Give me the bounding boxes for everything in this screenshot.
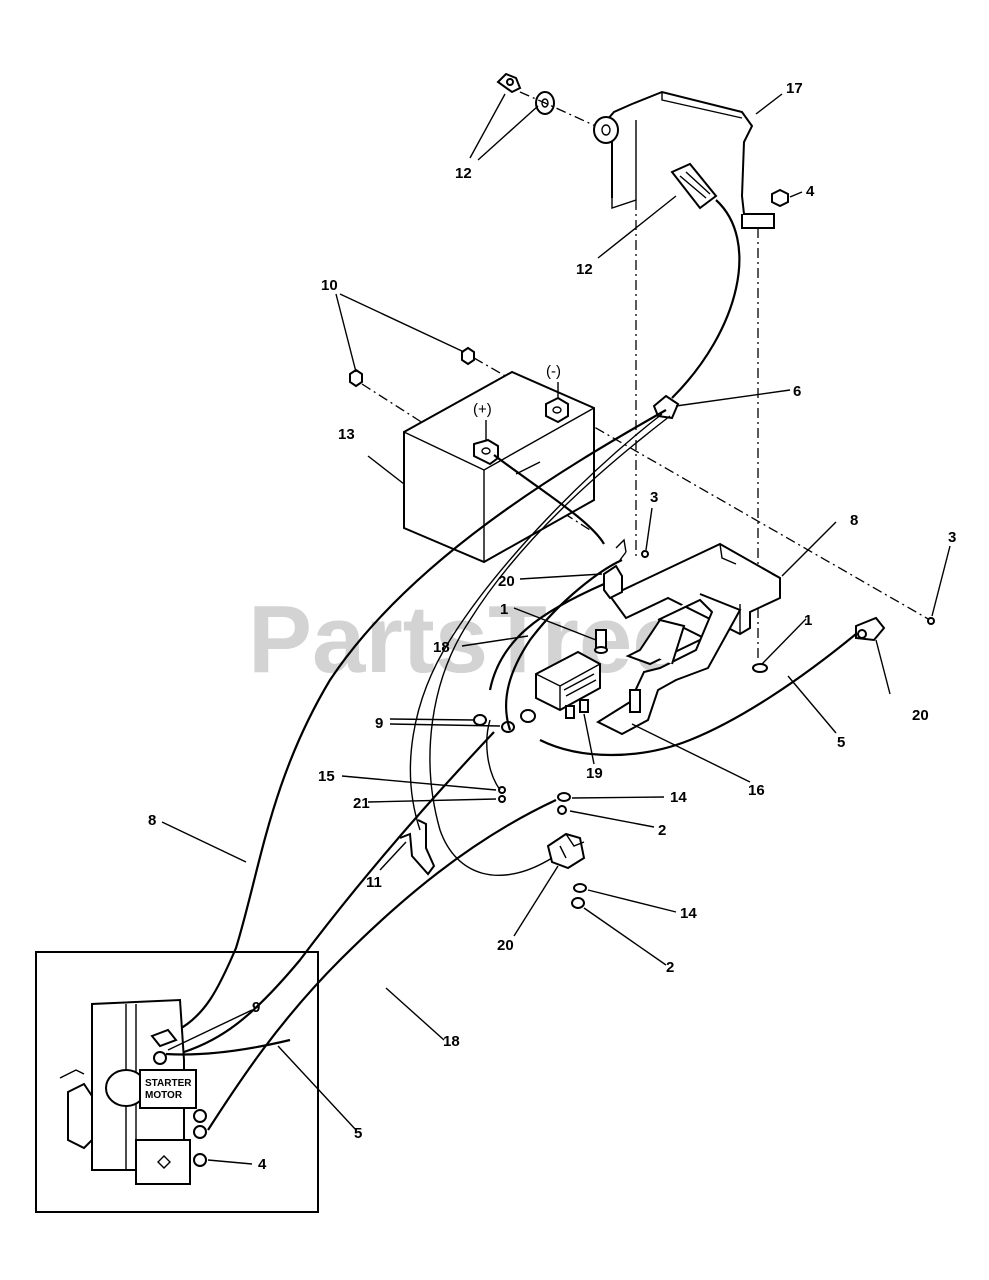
part-19-solenoid[interactable] [535,650,601,719]
callout-20a[interactable]: 20 [498,573,515,590]
callout-12a[interactable]: 12 [455,165,472,182]
part-11-clip[interactable] [399,819,436,876]
callout-4a[interactable]: 4 [806,183,815,200]
callout-2a[interactable]: 2 [658,822,666,839]
part-14-washer-upper[interactable] [557,792,571,802]
cable-harness-17[interactable] [409,199,741,877]
callout-8a[interactable]: 8 [850,512,858,529]
inset-starter-view: STARTER MOTOR [35,951,319,1213]
callout-16[interactable]: 16 [748,782,765,799]
cable-8-battery-negative-to-starter[interactable] [177,409,667,1031]
part-3-screw-left[interactable] [641,550,649,558]
callout-20b[interactable]: 20 [912,707,929,724]
part-3-screw-right[interactable] [927,617,935,625]
callout-8b[interactable]: 8 [148,812,156,829]
part-21-washer[interactable] [498,795,506,803]
part-20-switch-lower[interactable] [546,832,586,870]
callout-2b[interactable]: 2 [666,959,674,976]
part-10-nut-b[interactable] [461,346,475,366]
part-16-hold-down[interactable] [595,593,742,736]
callout-21[interactable]: 21 [353,795,370,812]
starter-label-line2: MOTOR [145,1090,183,1101]
part-12-switch[interactable] [670,162,718,210]
callout-18a[interactable]: 18 [433,639,450,656]
part-17-bracket[interactable] [593,90,775,229]
part-10-nut-a[interactable] [349,368,363,388]
starter-label-line1: STARTER [145,1078,192,1089]
centerline-12 [519,91,601,129]
cable-18[interactable] [207,582,605,1131]
callout-1b[interactable]: 1 [804,612,812,629]
callout-3a[interactable]: 3 [650,489,658,506]
callout-15[interactable]: 15 [318,768,335,785]
part-20-clip-upper[interactable] [603,538,627,600]
part-9-bolt-a[interactable] [473,714,487,726]
callouts: 12 17 4 12 10 6 13 3 8 3 20 1 1 18 20 5 … [148,80,956,1173]
callout-11[interactable]: 11 [366,874,382,891]
leader-lines [161,93,951,1165]
callout-6[interactable]: 6 [793,383,801,400]
part-20-clip-right[interactable] [855,616,886,642]
watermark: PartsTree [248,586,686,693]
callout-19[interactable]: 19 [586,765,603,782]
callout-1a[interactable]: 1 [500,601,508,618]
part-1-bolt-left[interactable] [594,629,608,654]
inset-cables[interactable] [165,1038,291,1056]
callout-4b[interactable]: 4 [258,1156,267,1173]
negative-terminal-label: (-) [546,363,561,380]
part-4-nut-top[interactable] [771,188,789,208]
callout-9b[interactable]: 9 [252,999,260,1016]
part-2-nut-upper[interactable] [557,805,567,815]
part-12-clip[interactable] [496,72,522,94]
part-13-battery[interactable] [403,370,595,564]
part-9-bolt-c[interactable] [520,709,536,723]
callout-14b[interactable]: 14 [680,905,697,922]
callout-12b[interactable]: 12 [576,261,593,278]
cable-5[interactable] [183,633,857,1054]
battery-negative-terminal[interactable] [545,396,569,424]
callout-9a[interactable]: 9 [375,715,383,732]
callout-3b[interactable]: 3 [948,529,956,546]
callout-5a[interactable]: 5 [837,734,845,751]
part-15-nut[interactable] [498,786,506,794]
callout-14a[interactable]: 14 [670,789,687,806]
positive-terminal-label: (+) [473,401,492,418]
callout-20c[interactable]: 20 [497,937,514,954]
terminal-leaders [485,382,559,440]
callout-13[interactable]: 13 [338,426,355,443]
callout-5b[interactable]: 5 [354,1125,362,1142]
part-2-nut-lower[interactable] [571,897,585,909]
part-1-bolt-right[interactable] [752,663,768,673]
callout-17[interactable]: 17 [786,80,803,97]
callout-10[interactable]: 10 [321,277,338,294]
callout-18b[interactable]: 18 [443,1033,460,1050]
part-14-washer-lower[interactable] [573,883,587,893]
